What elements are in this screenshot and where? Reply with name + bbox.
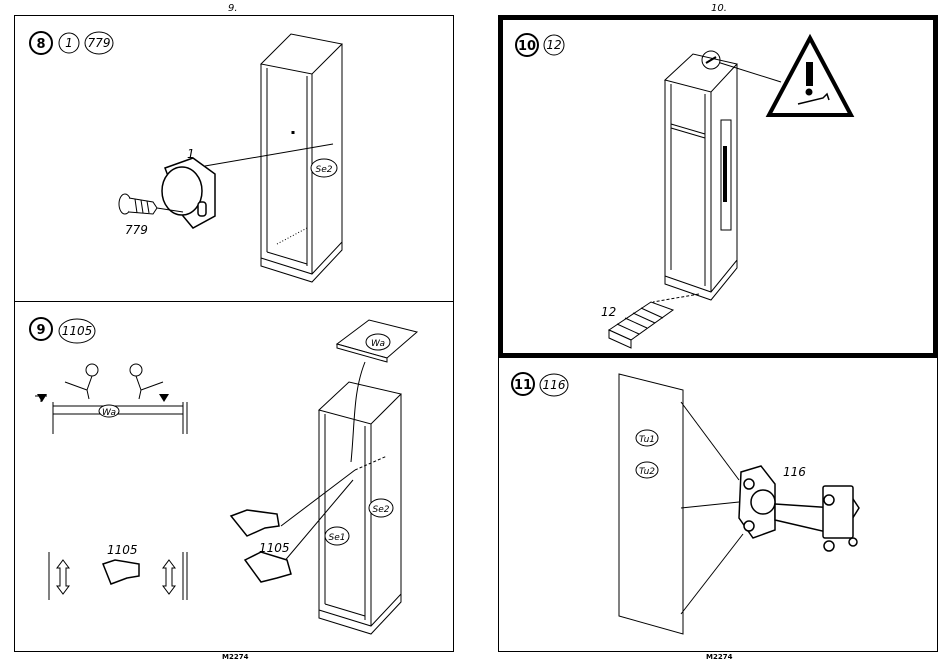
- step-10-illustration: 10 12: [503, 20, 933, 353]
- page-footer-right: M2274: [706, 653, 732, 661]
- step-11-door2-label: Tu2: [639, 467, 655, 477]
- step-9-ref-1: 1105: [62, 324, 93, 338]
- step-8-screw-label: 779: [125, 223, 148, 237]
- step-8-illustration: 8 1 779 Se2 1: [15, 16, 455, 303]
- step-9-bar-label: Wa: [102, 408, 116, 418]
- step-9-illustration: 9 1105 Wa Wa: [15, 302, 455, 653]
- page-number-left: 9.: [228, 3, 238, 14]
- step-9-panel: 9 1105 Wa Wa: [14, 301, 454, 652]
- step-9-number: 9: [36, 323, 45, 338]
- feet-pack-part: [609, 302, 673, 348]
- cam-lock-part: [162, 158, 215, 228]
- step-11-ref-1: 116: [543, 378, 566, 392]
- step-9-side2-label: Se2: [373, 505, 390, 515]
- step-9-part2-label: 1105: [107, 543, 138, 557]
- step-8-ref-1: 1: [65, 36, 73, 50]
- step-11-number: 11: [514, 378, 532, 393]
- door-panel: [619, 374, 683, 634]
- page-footer-left: M2274: [222, 653, 248, 661]
- cabinet-drawing: [261, 34, 342, 282]
- step-11-part-label: 116: [783, 465, 806, 479]
- step-11-door1-label: Tu1: [639, 435, 655, 445]
- step-10-part-label: 12: [601, 305, 616, 319]
- step-8-side-label: Se2: [316, 165, 333, 175]
- step-10-panel: 10 12: [498, 15, 938, 358]
- screw-part: [119, 194, 157, 214]
- step-9-part-label: 1105: [259, 541, 290, 555]
- step-11-panel: 11 116 Tu1 Tu2 116: [498, 357, 938, 652]
- step-8-number: 8: [36, 37, 45, 52]
- step-11-illustration: 11 116 Tu1 Tu2 116: [499, 358, 939, 653]
- step-8-part-label: 1: [187, 147, 195, 161]
- step-10-number: 10: [518, 39, 536, 54]
- step-8-ref-2: 779: [88, 36, 111, 50]
- warning-icon: [769, 38, 851, 115]
- step-9-side1-label: Se1: [329, 533, 346, 543]
- page-number-right: 10.: [711, 3, 727, 14]
- step-8-panel: 8 1 779 Se2 1: [14, 15, 454, 302]
- step-9-board-label: Wa: [371, 339, 385, 349]
- step-10-ref-1: 12: [546, 38, 561, 52]
